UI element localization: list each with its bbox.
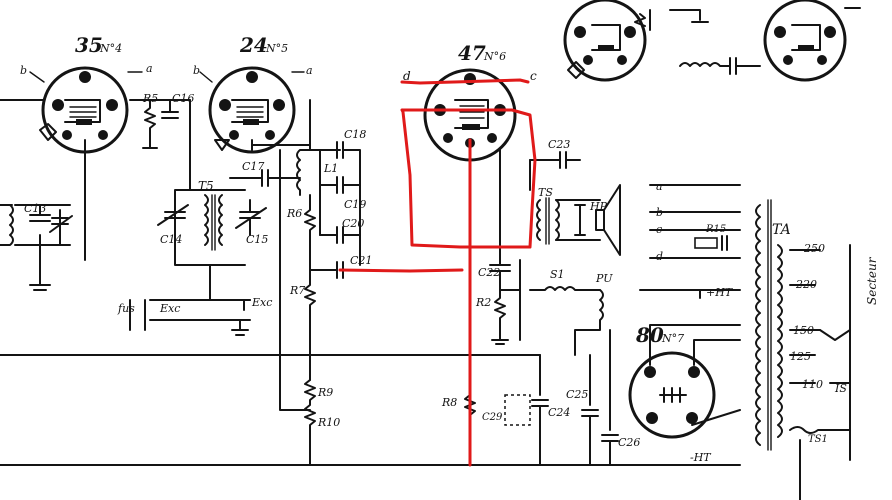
tube-envelope	[563, 0, 647, 82]
terminal-c: c	[530, 69, 537, 83]
label-s1: PU	[595, 272, 613, 285]
tube-number: 35	[75, 33, 103, 57]
label-r8: R8	[441, 396, 457, 409]
pickup-switch: Exc fus Exc	[117, 296, 272, 336]
highlight-heater-line	[400, 78, 530, 85]
label-c14: C14	[160, 233, 182, 246]
label-c16: C16	[172, 92, 194, 105]
tap-150: 150	[793, 324, 814, 337]
terminal-a: a	[146, 62, 153, 75]
tube-47: 47 N°6 d c	[403, 41, 537, 261]
tube-number: 24	[239, 33, 268, 57]
label-exc: S1	[550, 268, 565, 281]
transformer-t5: T5 C14 C15 C17	[157, 99, 301, 311]
terminal-d: d	[403, 69, 411, 83]
label-hp: HP	[589, 200, 608, 213]
tube-number: 47	[458, 41, 486, 65]
label-r6: R6	[286, 207, 302, 220]
output-stage: C23 TS HP	[529, 138, 621, 256]
label-c17: C17	[242, 160, 264, 173]
tap-125: 125	[790, 350, 811, 363]
highlight-c21-line	[338, 268, 464, 273]
terminal-a: a	[306, 64, 313, 77]
label-c26: C26	[618, 436, 640, 449]
label-ts: TS	[538, 186, 553, 199]
label-minus-ht: -HT	[690, 451, 712, 464]
tube-envelope	[763, 0, 847, 82]
tube-top-right-1	[563, 0, 761, 82]
label-r7: R7	[289, 284, 305, 297]
label-c23: C23	[548, 138, 570, 151]
transformer-ta: TA a b c d R15 +HT 250 220 150 125 110 I…	[639, 180, 879, 500]
label-r9: R9	[317, 386, 333, 399]
c22-r2: C22 R2	[475, 249, 521, 345]
tube-24: 24 N°5 b a	[193, 33, 313, 154]
label-l1: L1	[323, 162, 338, 175]
tube-80: 80 N°7	[628, 323, 741, 439]
r5-c16: R5 C16	[129, 92, 194, 149]
terminal-b: b	[193, 64, 200, 77]
tube-tag: N°7	[661, 332, 684, 345]
label-pu-2: Exc	[251, 296, 272, 309]
terminal-b: b	[656, 206, 663, 219]
tube-tag: N°4	[99, 42, 122, 55]
label-fus: TS1	[808, 434, 828, 445]
red-highlight-markup	[338, 78, 537, 467]
label-c18: C18	[344, 128, 366, 141]
label-t5: T5	[198, 179, 214, 193]
label-c15: C15	[246, 233, 268, 246]
tap-220: 220	[795, 278, 817, 291]
terminal-d: d	[656, 250, 663, 263]
label-c21: C21	[350, 254, 372, 267]
supply-filter: S1 PU C24 C25 C26 C29 -HT	[482, 268, 741, 466]
label-r10: R10	[317, 416, 340, 429]
input-coil: C13	[0, 202, 73, 291]
tube-tag: N°6	[483, 50, 506, 63]
tap-250: 250	[803, 242, 825, 255]
label-c13: C13	[24, 202, 46, 215]
terminal-b: b	[20, 64, 27, 77]
label-secteur: Secteur	[865, 256, 879, 305]
label-c25: C25	[566, 388, 588, 401]
label-c29: C29	[482, 412, 503, 423]
label-c24: C24	[548, 406, 570, 419]
tube-top-right-2	[763, 0, 861, 82]
label-ta: TA	[772, 222, 791, 238]
label-pu: Exc	[159, 302, 180, 315]
tube-35: 35 N°4 b a	[20, 33, 153, 261]
label-r15: R15	[705, 224, 726, 235]
label-ts1: fus	[117, 302, 135, 315]
tap-110: 110	[802, 378, 823, 391]
terminal-c: c	[656, 223, 662, 236]
label-plus-ht: +HT	[706, 286, 734, 299]
r6-l1-column: L1 R6 C18 C19 C20 C21 R7 R9 R10	[279, 99, 372, 466]
tube-tag: N°5	[265, 42, 288, 55]
label-c20: C20	[342, 217, 364, 230]
label-r2: R2	[475, 296, 491, 309]
label-c22: C22	[478, 266, 500, 279]
highlight-loop	[400, 108, 537, 249]
label-c19: C19	[344, 198, 366, 211]
terminal-a: a	[656, 180, 663, 193]
label-is: IS	[834, 382, 847, 395]
label-r5: R5	[142, 92, 158, 105]
